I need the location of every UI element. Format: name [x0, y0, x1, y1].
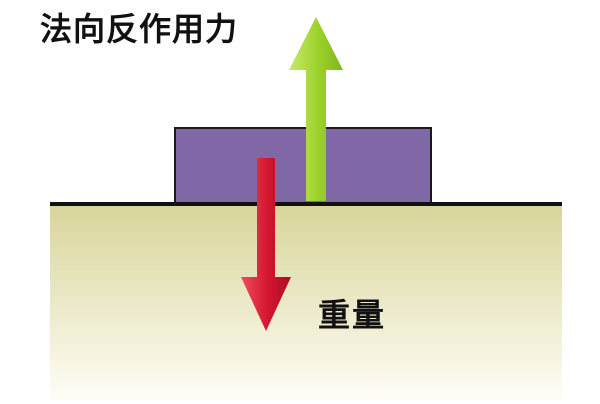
- normal-force-arrow: [289, 17, 343, 201]
- gravity-arrow: [241, 158, 291, 331]
- normal-force-label: 法向反作用力: [40, 10, 239, 48]
- gravity-label: 重量: [318, 296, 387, 334]
- ground: [50, 205, 562, 400]
- block: [174, 127, 432, 204]
